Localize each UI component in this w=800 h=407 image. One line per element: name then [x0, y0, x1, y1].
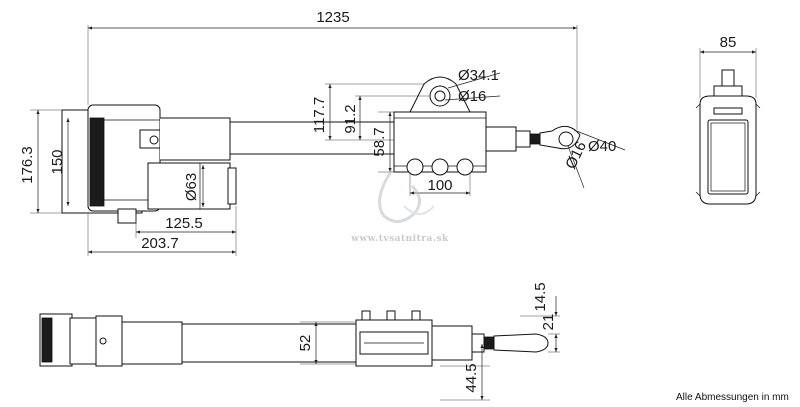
dim-length-125: 125.5: [165, 215, 203, 232]
dim-side-21: 21: [540, 314, 557, 331]
watermark-text: www.tvsatnitra.sk: [350, 234, 449, 244]
dim-height-150: 150: [49, 149, 66, 174]
dim-motor-dia: Ø63: [183, 173, 200, 201]
controller-screen: [707, 119, 749, 195]
side-rod-end: [493, 333, 549, 353]
outer-tube: [160, 117, 231, 161]
dim-width-85: 85: [720, 34, 737, 51]
units-footnote: Alle Abmessungen in mm: [676, 392, 789, 403]
controller-view: 85: [695, 34, 761, 205]
dim-height-117: 117.7: [311, 97, 328, 133]
dim-height-58: 58.7: [371, 127, 388, 156]
dim-side-44: 44.5: [463, 363, 480, 392]
dim-length-203: 203.7: [141, 235, 179, 252]
side-outer-tube: [121, 321, 183, 365]
dim-height-91: 91.2: [342, 104, 359, 133]
dim-rod-end-40: Ø40: [588, 138, 616, 155]
side-view: 52 44.5 14.5 21: [39, 282, 560, 401]
dim-eye-pin-top: Ø16: [458, 88, 486, 105]
dim-height-176: 176.3: [19, 146, 36, 184]
clamp-bolt: [456, 158, 474, 176]
dim-overall-length: 1235: [316, 9, 349, 26]
dim-side-14: 14.5: [532, 282, 549, 311]
top-view: 1235 176.3 150 Ø63 125.5 203.7 117.7 91.…: [19, 9, 626, 256]
dim-side-52: 52: [297, 335, 314, 352]
side-inner-rod: [181, 323, 359, 363]
motor-body: [147, 162, 231, 210]
clamp-bolt: [431, 158, 449, 176]
clamp-bolt: [406, 158, 424, 176]
dim-spacing-100: 100: [427, 177, 452, 194]
watermark-logo: www.tvsatnitra.sk: [350, 169, 449, 244]
dim-eye-dia: Ø34.1: [458, 67, 499, 84]
